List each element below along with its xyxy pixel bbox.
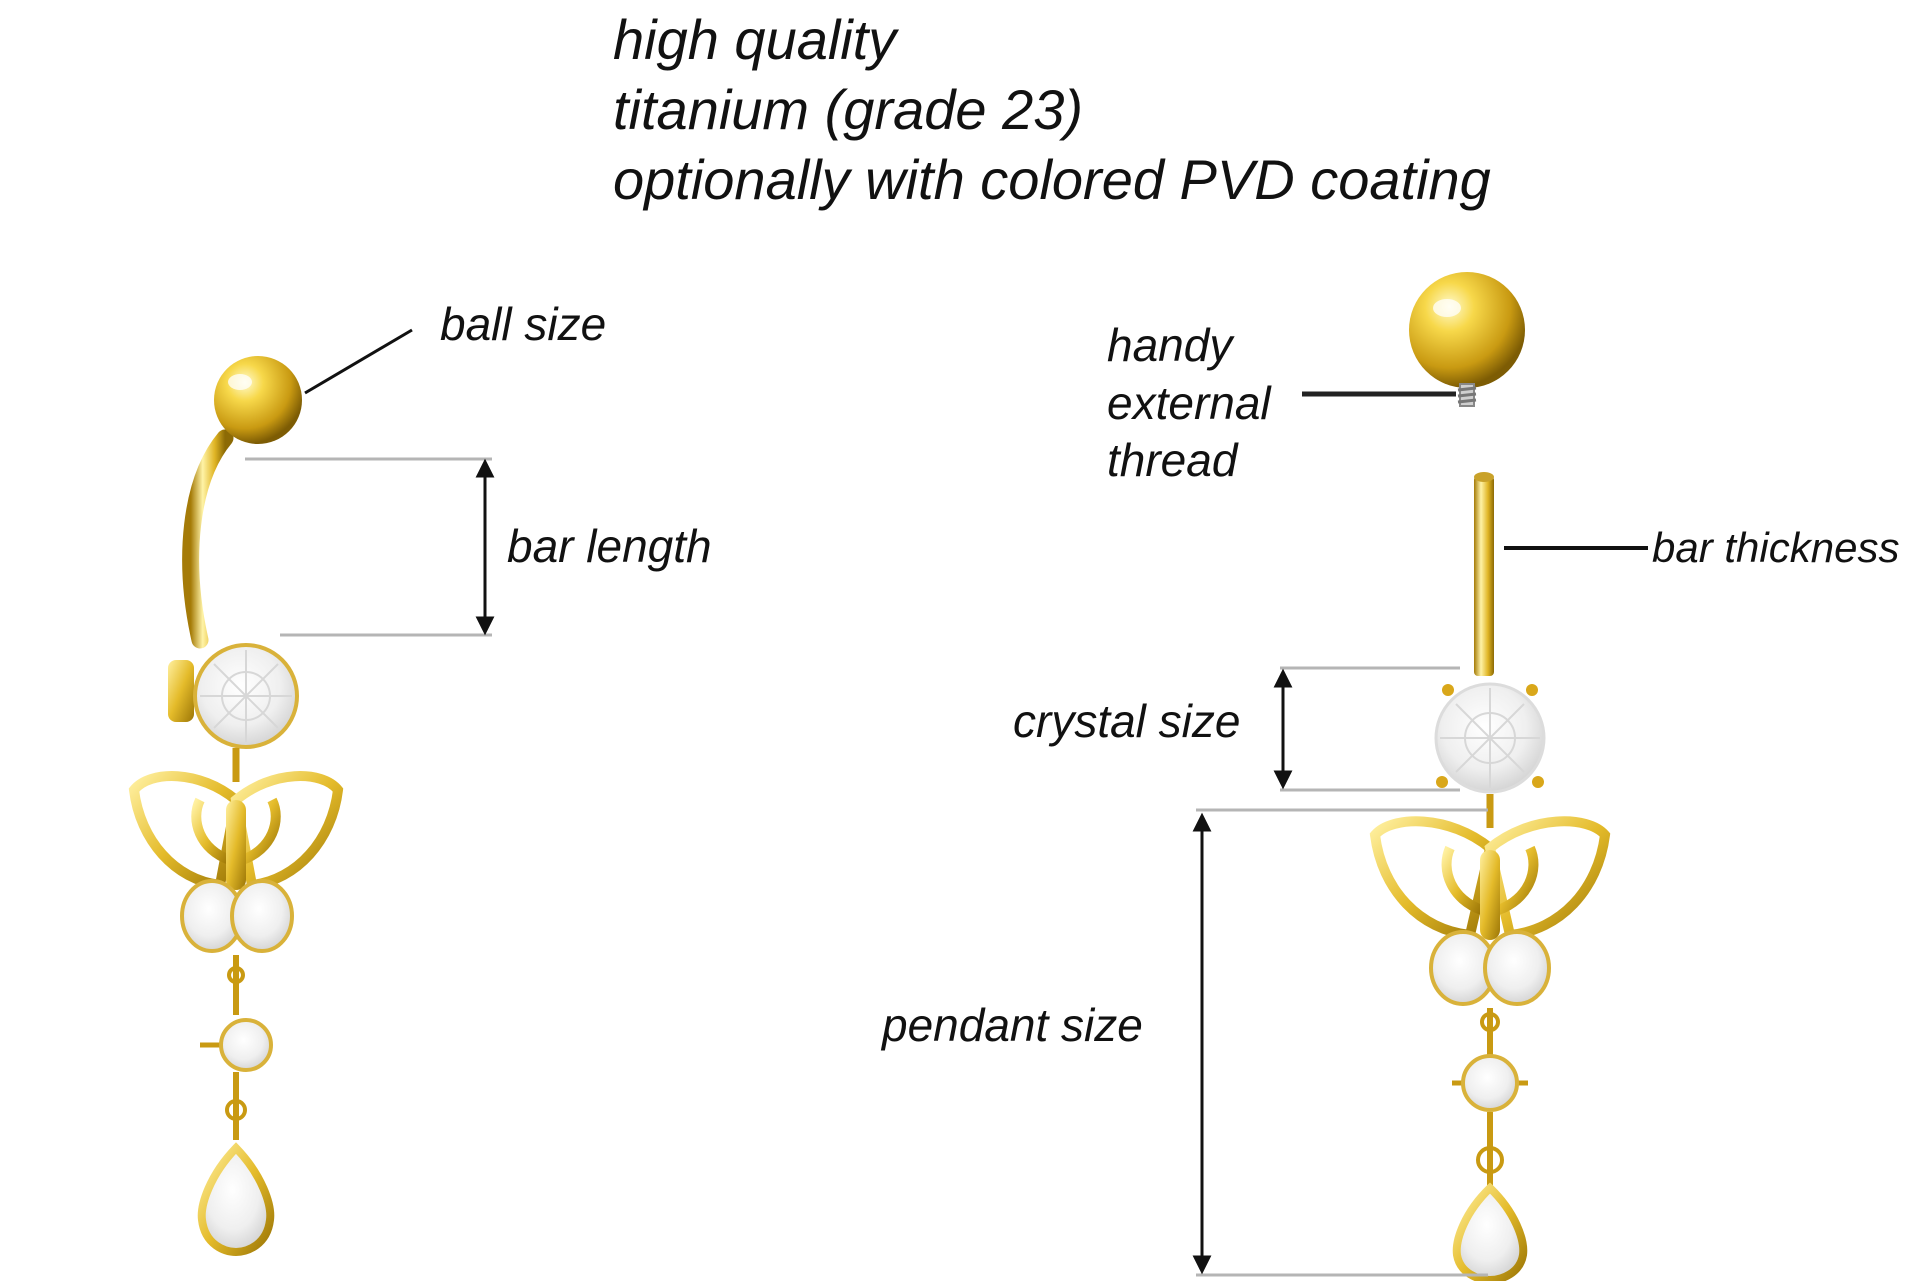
ball-size-label: ball size — [440, 298, 607, 350]
right-small-crystal — [1461, 1054, 1519, 1112]
pendant-size-arrow — [1192, 812, 1212, 1275]
crystal-size-arrow — [1273, 668, 1293, 790]
right-straight-bar — [1474, 476, 1494, 676]
header-line-material: titanium (grade 23) — [613, 78, 1084, 141]
right-teardrop-crystal — [1452, 1182, 1528, 1281]
bar-length-arrow — [475, 458, 495, 636]
header-line-quality: high quality — [613, 8, 897, 71]
header-line-coating: optionally with colored PVD coating — [613, 148, 1491, 211]
thread-label-line2: external — [1107, 377, 1271, 429]
right-butterfly — [1369, 816, 1611, 941]
right-piercing — [1369, 272, 1611, 1281]
right-wing-crystal-right — [1483, 930, 1551, 1006]
bar-thickness-label: bar thickness — [1652, 524, 1900, 571]
thread-label-line1: handy — [1107, 319, 1233, 371]
left-top-ball — [214, 356, 302, 444]
left-butterfly — [128, 771, 344, 891]
right-external-thread — [1457, 383, 1477, 407]
left-wing-crystal-right — [230, 879, 294, 953]
left-curved-bar — [182, 429, 234, 649]
right-detached-ball — [1409, 272, 1525, 388]
thread-label-line3: thread — [1107, 434, 1238, 486]
bar-length-label: bar length — [507, 520, 712, 572]
left-small-crystal — [219, 1018, 273, 1072]
ball-size-leader — [304, 328, 413, 395]
left-piercing — [128, 356, 344, 1257]
left-teardrop-crystal — [197, 1142, 275, 1257]
crystal-size-label: crystal size — [1013, 695, 1241, 747]
pendant-size-label: pendant size — [882, 999, 1143, 1051]
